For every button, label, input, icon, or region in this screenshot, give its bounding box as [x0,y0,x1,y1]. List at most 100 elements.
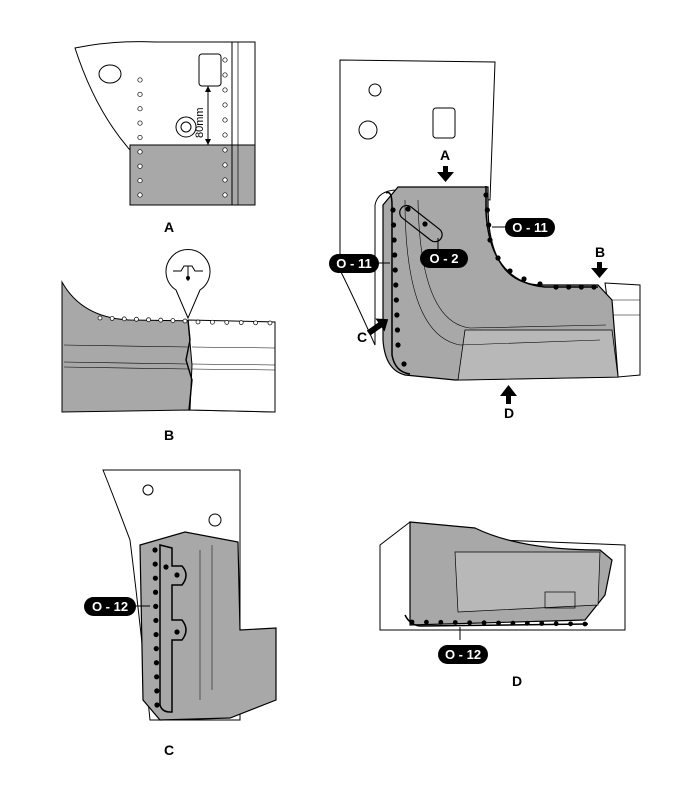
main-left-weld-line [385,191,411,375]
weld-spot-icon [121,316,127,322]
view-d-code-label [438,645,488,664]
view-a-slot-hole [198,53,222,87]
main-view: A B C D O - 11 O - 11 O - 2 [329,59,641,421]
weld-spot-icon [481,620,487,626]
weld-spot-icon [391,237,397,243]
weld-spot-icon [153,646,159,652]
weld-spot-icon [137,178,143,184]
weld-spot-icon [152,561,158,567]
weld-spot-icon [137,77,143,83]
weld-spot-icon [483,192,489,198]
weld-spot-icon [452,620,458,625]
weld-spot-icon [153,660,160,666]
weld-spot-icon [394,312,400,318]
weld-spot-icon [568,621,573,627]
weld-spot-icon [392,267,398,273]
main-code-right-text: O - 11 [512,220,547,235]
weld-spot-icon [578,284,584,290]
weld-spot-icon [146,317,151,323]
weld-spot-icon [553,621,559,627]
weld-spot-icon [153,617,159,624]
weld-spot-icon [467,620,473,626]
view-a-dimension-label: 80mm [194,107,206,138]
weld-spot-icon [174,629,180,635]
weld-spot-icon [495,255,501,261]
view-b-cut-line [185,319,193,411]
view-d-code-text: O - 12 [445,647,481,662]
weld-spot-icon [97,315,103,321]
weld-spot-icon [486,222,492,228]
arrow-icon [591,262,608,278]
arrow-icon [366,318,389,336]
weld-spot-icon [222,87,228,93]
weld-spot-icon [409,619,415,625]
weld-spot-icon [438,619,444,625]
weld-spot-icon [267,320,273,326]
view-b-caption: B [164,427,174,443]
weld-spot-icon [154,702,160,708]
weld-spot-icon [222,72,228,78]
weld-spot-icon [424,619,429,625]
weld-spot-icon [405,206,411,212]
view-c-code-text: O - 12 [92,599,128,614]
weld-spot-icon [393,282,399,288]
weld-spot-icon [393,297,399,303]
view-c-replacement-panel [139,531,277,721]
weld-spot-icon [537,281,543,287]
weld-spot-icon [507,268,513,274]
view-d-caption: D [512,673,522,689]
main-code-label-left [329,254,379,273]
weld-spot-icon [401,361,407,367]
weld-spot-icon [182,318,188,324]
weld-spot-icon [591,284,597,290]
main-arrow-c-label: C [357,329,367,345]
weld-spot-icon [484,207,490,213]
arrow-icon [500,385,517,404]
weld-spot-icon [222,162,228,168]
main-o2-weld-slot [399,204,443,243]
view-c-code-label [84,597,136,616]
main-arrow-b-label: B [595,244,605,260]
weld-spot-icon [222,117,228,123]
view-a: 80mm A [74,41,256,235]
weld-spot-icon [390,222,397,228]
weld-spot-icon [539,621,545,626]
weld-spot-icon [390,207,396,213]
view-a-caption: A [164,219,174,235]
cross-section-callout-icon [165,249,211,320]
weld-spot-icon [422,221,428,227]
weld-spot-icon [222,192,228,198]
weld-spot-icon [521,276,527,282]
weld-spot-icon [152,575,158,581]
main-arrow-d-label: D [504,405,514,421]
weld-spot-icon [174,572,180,578]
weld-spot-icon [222,147,228,153]
weld-spot-icon [222,132,228,138]
weld-spot-icon [566,284,572,290]
main-arrow-a-label: A [440,147,450,163]
view-b-existing-section [187,319,276,413]
weld-spot-icon [137,91,143,97]
weld-spot-icon [487,237,493,243]
weld-spot-icon [524,620,530,626]
weld-spot-icon [137,192,143,198]
weld-spot-icon [553,284,559,290]
weld-spot-icon [210,319,215,325]
weld-spot-icon [496,620,501,626]
main-code-label-inner [420,249,468,268]
weld-spot-icon [510,620,516,626]
weld-spot-icon [134,316,139,322]
view-b: B [61,249,276,443]
weld-spot-icon [253,320,258,326]
weld-spot-icon [195,319,201,325]
weld-spot-icon [153,603,159,609]
weld-spot-icon [582,621,588,627]
main-code-inner-text: O - 2 [430,251,459,266]
weld-spot-icon [137,106,143,112]
weld-spot-icon [224,320,230,325]
view-a-replacement-section [129,144,256,206]
view-d: O - 12 D [379,521,626,689]
weld-spot-icon [222,102,228,108]
